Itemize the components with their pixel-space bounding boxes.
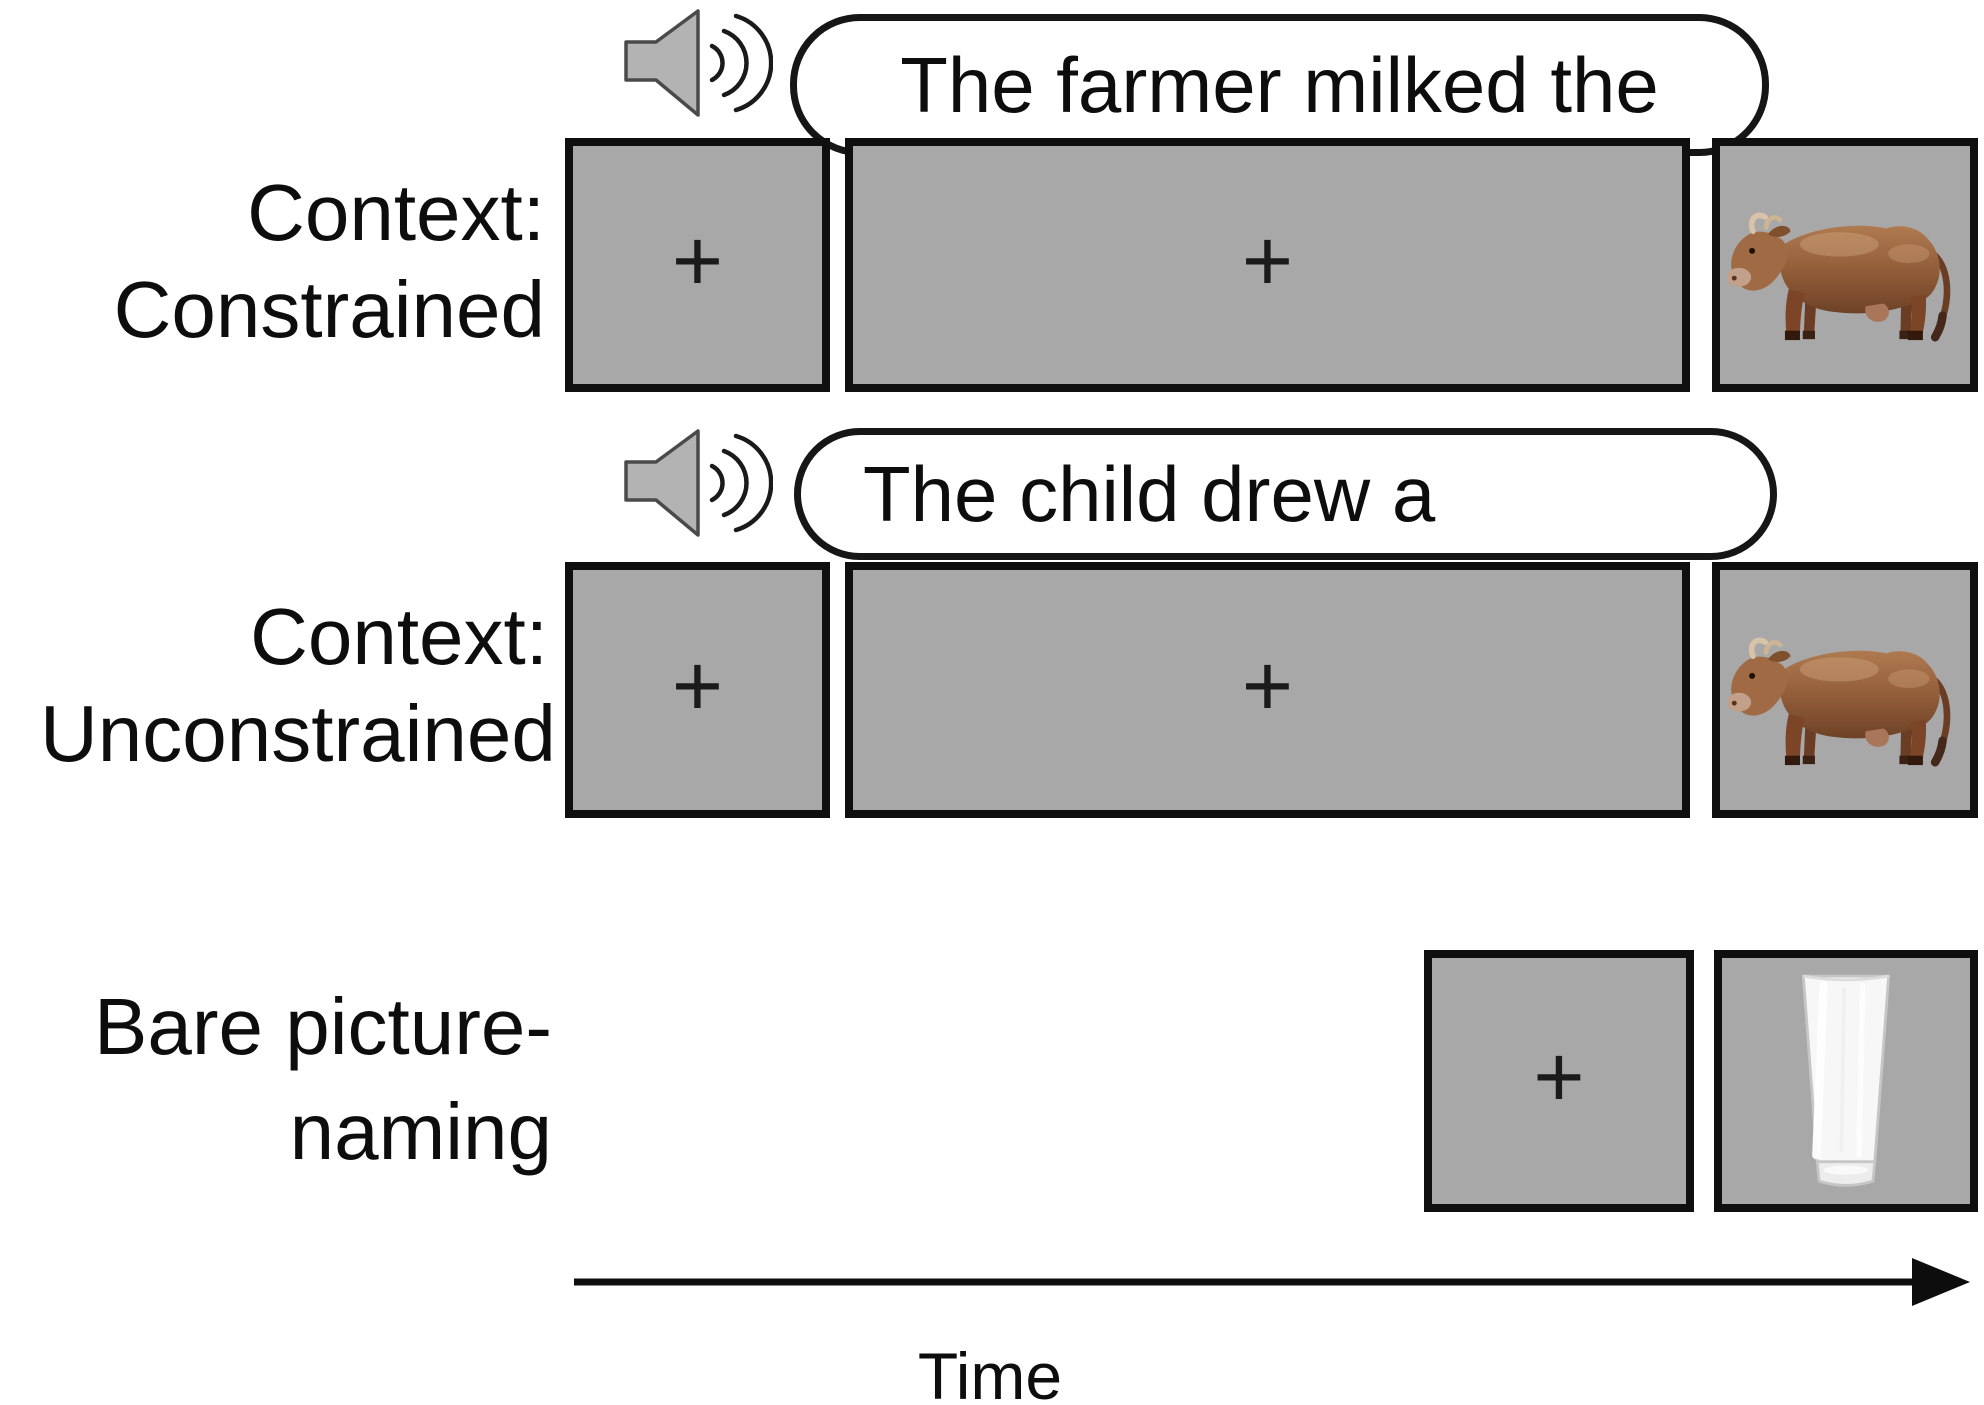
sound-wave-3	[733, 13, 773, 113]
row-label-line2: naming	[289, 1087, 552, 1176]
sentence-unconstrained: The child drew a	[863, 449, 1436, 538]
time-arrow	[574, 1258, 1970, 1306]
fixation-screen: +	[565, 562, 830, 818]
row-label-unconstrained: Context: Unconstrained	[40, 588, 556, 782]
fixation-cross: +	[1241, 636, 1294, 735]
picture-screen-cow	[1712, 138, 1978, 392]
row-label-line2: Unconstrained	[40, 689, 556, 778]
milk-glass-image	[1801, 974, 1891, 1187]
fixation-cross: +	[671, 636, 724, 735]
fixation-cross: +	[671, 211, 724, 310]
fixation-screen: +	[1424, 950, 1694, 1212]
speech-bubble-unconstrained: The child drew a	[794, 428, 1777, 560]
cow-image	[1726, 212, 1951, 342]
row-label-constrained: Context: Constrained	[40, 164, 545, 358]
sound-wave-3	[733, 433, 773, 533]
fixation-screen-long: +	[845, 562, 1690, 818]
fixation-screen: +	[565, 138, 830, 392]
time-axis-label: Time	[917, 1339, 1063, 1405]
row-label-line2: Constrained	[113, 265, 545, 354]
row-label-bare-naming: Bare picture- naming	[40, 974, 552, 1184]
speaker-icon	[624, 9, 773, 117]
speaker-icon	[624, 429, 773, 537]
sound-wave-2	[721, 28, 749, 98]
cow-image	[1726, 637, 1951, 767]
fixation-cross: +	[1533, 1027, 1585, 1126]
fixation-screen-long: +	[845, 138, 1690, 392]
row-label-line1: Bare picture-	[94, 982, 552, 1071]
sound-wave-1	[709, 43, 725, 83]
sound-wave-2	[721, 448, 749, 518]
picture-screen-milk	[1714, 950, 1978, 1212]
fixation-cross: +	[1241, 211, 1294, 310]
sentence-constrained: The farmer milked the	[900, 40, 1659, 129]
sound-wave-1	[709, 463, 725, 503]
picture-screen-cow	[1712, 562, 1978, 818]
speech-bubble-constrained: The farmer milked the	[790, 14, 1769, 156]
row-label-line1: Context:	[247, 168, 545, 257]
row-label-line1: Context:	[250, 592, 548, 681]
